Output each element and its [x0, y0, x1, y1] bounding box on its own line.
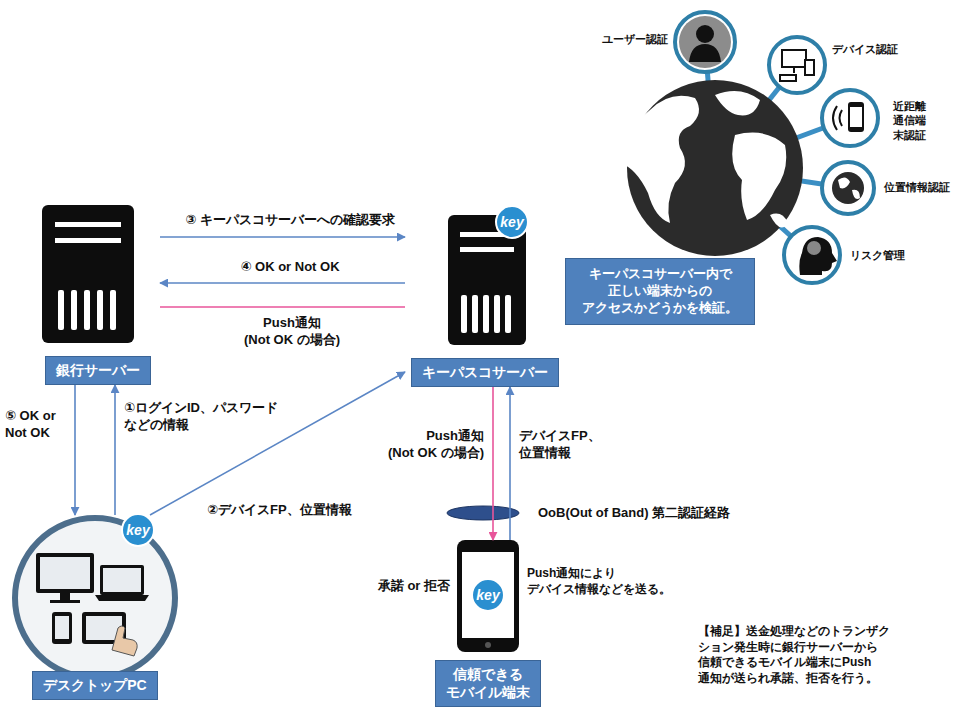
- device-icon: [780, 50, 814, 81]
- oob-channel-ellipse: [447, 506, 519, 520]
- text-line: 通知が送られ承諾、拒否を行う。: [698, 671, 890, 687]
- box-text: キーパスコサーバー内で 正しい端末からの アクセスかどうかを検証。: [574, 266, 746, 317]
- edge-label: ③ キーパスコサーバーへの確認要求: [183, 212, 397, 229]
- globe: [619, 80, 803, 256]
- server-label: デスクトップPC: [32, 671, 157, 701]
- text-line: などの情報: [124, 417, 278, 434]
- supplement-note: 【補足】送金処理などのトランザク ション発生時に銀行サーバーから 信頼できるモバ…: [698, 624, 890, 686]
- text-line: (Not OK の場合): [244, 332, 340, 349]
- edge-label: ⑤ OK or Not OK: [3, 408, 58, 442]
- text-line: 通信端: [893, 113, 926, 127]
- connector-arrow: [492, 387, 494, 540]
- connector-arrow: [160, 306, 405, 308]
- key-logo: key: [495, 205, 529, 239]
- channel-label: OoB(Out of Band) 第二認証経路: [538, 505, 730, 522]
- text-line: モバイル端末: [446, 684, 530, 702]
- location-icon: [832, 172, 864, 204]
- text-line: キーパスコサーバー内で: [574, 266, 746, 283]
- connector-arrow: [160, 236, 405, 238]
- edge-label: Push通知 (Not OK の場合): [386, 428, 486, 462]
- key-logo: key: [471, 578, 505, 612]
- text-line: Push通知: [244, 315, 340, 332]
- text-line: 末認証: [893, 128, 926, 142]
- text-line: 信頼できるモバイル端末にPush: [698, 655, 890, 671]
- nfc-icon: [833, 102, 864, 132]
- edge-label: ①ログインID、パスワード などの情報: [122, 400, 280, 434]
- text-line: Push通知: [388, 428, 484, 445]
- user-icon: [679, 16, 731, 68]
- connector-arrow: [150, 372, 405, 515]
- text-line: Push通知により: [527, 566, 671, 582]
- desktop-pc: デスクトップPC: [15, 515, 175, 700]
- edge-label: デバイスFP、 位置情報: [517, 428, 603, 462]
- text-line: ション発生時に銀行サーバーから: [698, 640, 890, 656]
- text-line: 位置情報: [519, 445, 601, 462]
- edge-label: Push通知 (Not OK の場合): [242, 315, 342, 349]
- push-note: Push通知により デバイス情報などを送る。: [527, 566, 671, 597]
- server-label: 銀行サーバー: [45, 356, 151, 386]
- auth-label: デバイス認証: [832, 42, 898, 56]
- approve-label: 承諾 or 拒否: [378, 578, 450, 595]
- server-label: 信頼できる モバイル端末: [435, 660, 541, 707]
- server-label: キーパスコサーバー: [411, 358, 559, 388]
- risk-icon: [799, 237, 837, 275]
- text-line: 【補足】送金処理などのトランザク: [698, 624, 890, 640]
- connector-arrow: [74, 385, 76, 515]
- keypasco-server: キーパスコサーバー: [405, 205, 565, 387]
- text-line: 信頼できる: [446, 666, 530, 684]
- key-logo: key: [121, 513, 155, 547]
- desktop-devices-illustration: [15, 518, 175, 678]
- text-line: デバイス情報などを送る。: [527, 582, 671, 598]
- auth-label: 位置情報認証: [884, 180, 950, 194]
- auth-label: リスク管理: [850, 248, 905, 262]
- verify-note-box: キーパスコサーバー内で 正しい端末からの アクセスかどうかを検証。: [565, 258, 755, 325]
- connector-arrow: [509, 387, 511, 540]
- text-line: 正しい端末からの: [574, 283, 746, 300]
- text-line: (Not OK の場合): [388, 445, 484, 462]
- edge-label: ②デバイスFP、位置情報: [205, 502, 354, 519]
- connector-arrow: [114, 385, 116, 515]
- auth-label: ユーザー認証: [602, 32, 668, 46]
- mobile-phone-icon: [457, 540, 519, 652]
- text-line: デバイスFP、: [519, 428, 601, 445]
- bank-server-icon: [42, 205, 134, 343]
- text-line: Not OK: [5, 425, 56, 442]
- edge-label: ④ OK or Not OK: [238, 259, 341, 276]
- text-line: ①ログインID、パスワード: [124, 400, 278, 417]
- text-line: ⑤ OK or: [5, 408, 56, 425]
- bank-server: 銀行サーバー: [35, 200, 160, 385]
- auth-label: 近距離 通信端 末認証: [893, 99, 926, 142]
- text-line: 近距離: [893, 99, 926, 113]
- trusted-mobile: 信頼できる モバイル端末: [425, 540, 550, 707]
- connector-arrow: [160, 282, 405, 284]
- text-line: アクセスかどうかを検証。: [574, 300, 746, 317]
